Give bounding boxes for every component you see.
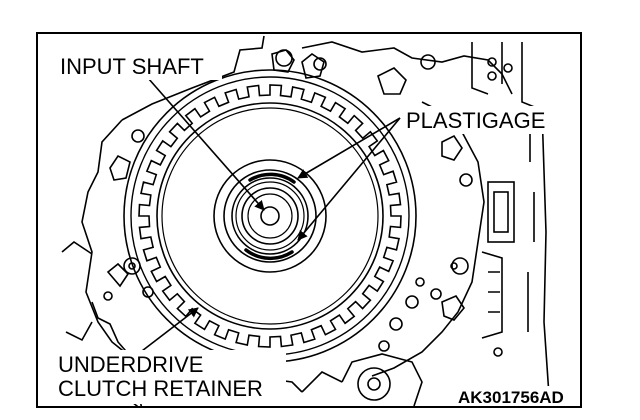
label-plastigage: PLASTIGAGE (406, 108, 545, 133)
transmission-diagram: INPUT SHAFT PLASTIGAGE UNDERDRIVE CLUTCH… (54, 35, 580, 407)
input-shaft (213, 159, 327, 273)
label-clutch-retainer: CLUTCH RETAINER (58, 376, 263, 401)
label-input-shaft: INPUT SHAFT (60, 54, 204, 79)
underdrive-clutch-retainer (123, 69, 417, 363)
transmission-housing (61, 35, 551, 406)
leader-lines (137, 77, 401, 355)
plastigage-strip-top (248, 172, 296, 184)
input-shaft-leader (147, 77, 265, 211)
clutch-teeth (138, 84, 402, 348)
plastigage-strips (244, 172, 296, 261)
plastigage-leader-bottom (297, 117, 401, 241)
housing-bolt-holes (103, 49, 513, 401)
plastigage-leader-top (297, 117, 401, 179)
diagram-frame: INPUT SHAFT PLASTIGAGE UNDERDRIVE CLUTCH… (36, 32, 582, 408)
label-underdrive: UNDERDRIVE (58, 352, 203, 377)
underdrive-leader (137, 307, 199, 355)
figure-code: AK301756AD (458, 388, 564, 407)
plastigage-strip-bottom (244, 248, 294, 261)
